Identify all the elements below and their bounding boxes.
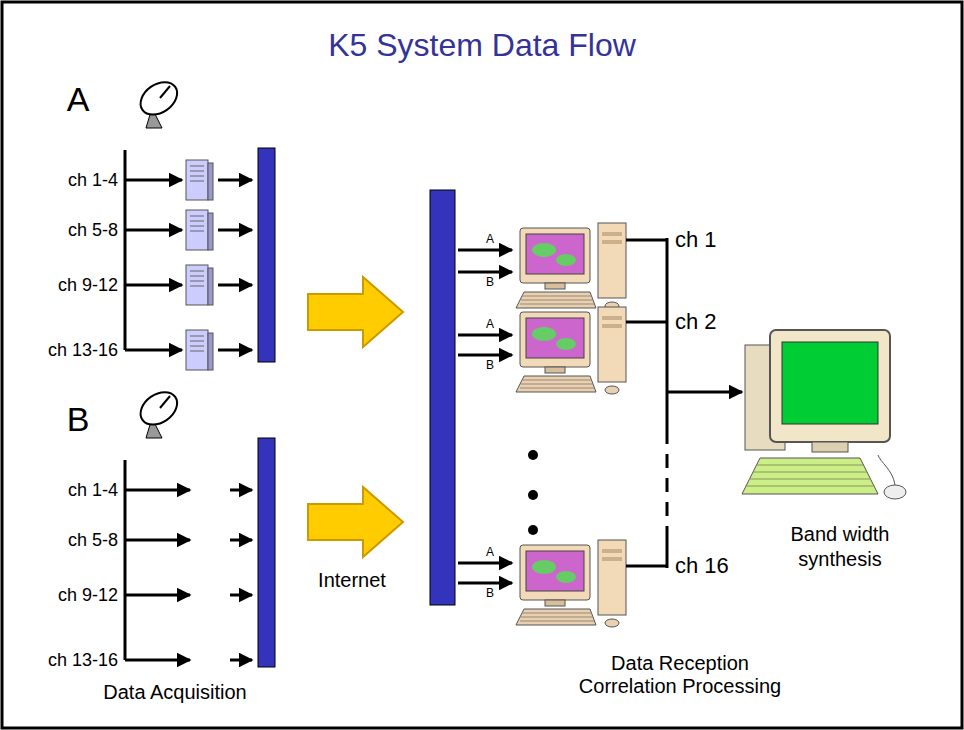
channel-arrow [125,539,190,542]
channel-arrow [230,594,252,597]
channel-arrow [218,229,252,232]
synthesis-computer-icon [742,330,906,499]
input-arrow [458,562,512,565]
input-letter: B [486,276,494,290]
channel-wire [666,430,669,540]
channel-label: ch 1-4 [68,170,118,191]
input-arrow [458,249,512,252]
channel-arrow [125,489,190,492]
channel-arrow [125,349,182,352]
channel-arrow [218,179,252,182]
output-channel-label: ch 1 [675,227,717,252]
illustration [125,75,906,667]
antenna-icon [134,75,183,128]
channel-arrow [125,659,190,662]
input-letter: A [486,318,494,332]
channel-wire [626,321,667,324]
computer-icon [516,307,626,394]
output-arrow [667,391,742,394]
output-channel-label: ch 16 [675,553,729,578]
ellipsis-dot [528,490,538,500]
input-arrow [458,354,512,357]
channel-arrow [218,284,252,287]
channel-arrow [125,229,182,232]
channel-wire [626,565,667,568]
server-icon [186,330,213,370]
computer-icon [516,540,626,627]
channel-wire [626,239,667,242]
node-label: Band width synthesis [760,522,920,572]
server-icon [186,160,213,200]
section-caption: Data Acquisition [103,681,246,704]
channel-label: ch 13-16 [48,650,118,671]
channel-label: ch 9-12 [58,585,118,606]
transfer-arrow [308,487,403,557]
input-letter: A [486,233,494,247]
channel-arrow [125,284,182,287]
ellipsis-dot [528,450,538,460]
wire [666,238,669,430]
input-arrow [458,582,512,585]
channel-arrow [230,489,252,492]
channel-arrow [230,539,252,542]
network-bar [258,438,275,667]
section-caption: Data Reception Correlation Processing [565,652,795,698]
channel-arrow [125,594,190,597]
server-icon [186,265,213,305]
synthesis-node: Band width synthesis [760,522,920,578]
channel-label: ch 13-16 [48,340,118,361]
computer-icon [516,223,626,310]
channel-label: ch 9-12 [58,275,118,296]
network-bar [430,190,455,605]
channel-label: ch 1-4 [68,480,118,501]
diagram-title: K5 System Data Flow [328,27,636,64]
station-letter: A [67,80,90,119]
channel-label: ch 5-8 [68,220,118,241]
input-letter: B [486,359,494,373]
input-letter: B [486,587,494,601]
channel-arrow [230,659,252,662]
input-arrow [458,271,512,274]
antenna-icon [134,385,183,438]
channel-label: ch 5-8 [68,530,118,551]
network-bar [258,148,275,362]
transfer-arrow [308,277,403,347]
ellipsis-dot [528,525,538,535]
channel-arrow [125,179,182,182]
server-icon [186,210,213,250]
wire [666,540,669,568]
output-channel-label: ch 2 [675,309,717,334]
input-arrow [458,334,512,337]
input-letter: A [486,546,494,560]
station-letter: B [67,400,90,439]
channel-arrow [218,349,252,352]
network-label: Internet [318,569,386,592]
